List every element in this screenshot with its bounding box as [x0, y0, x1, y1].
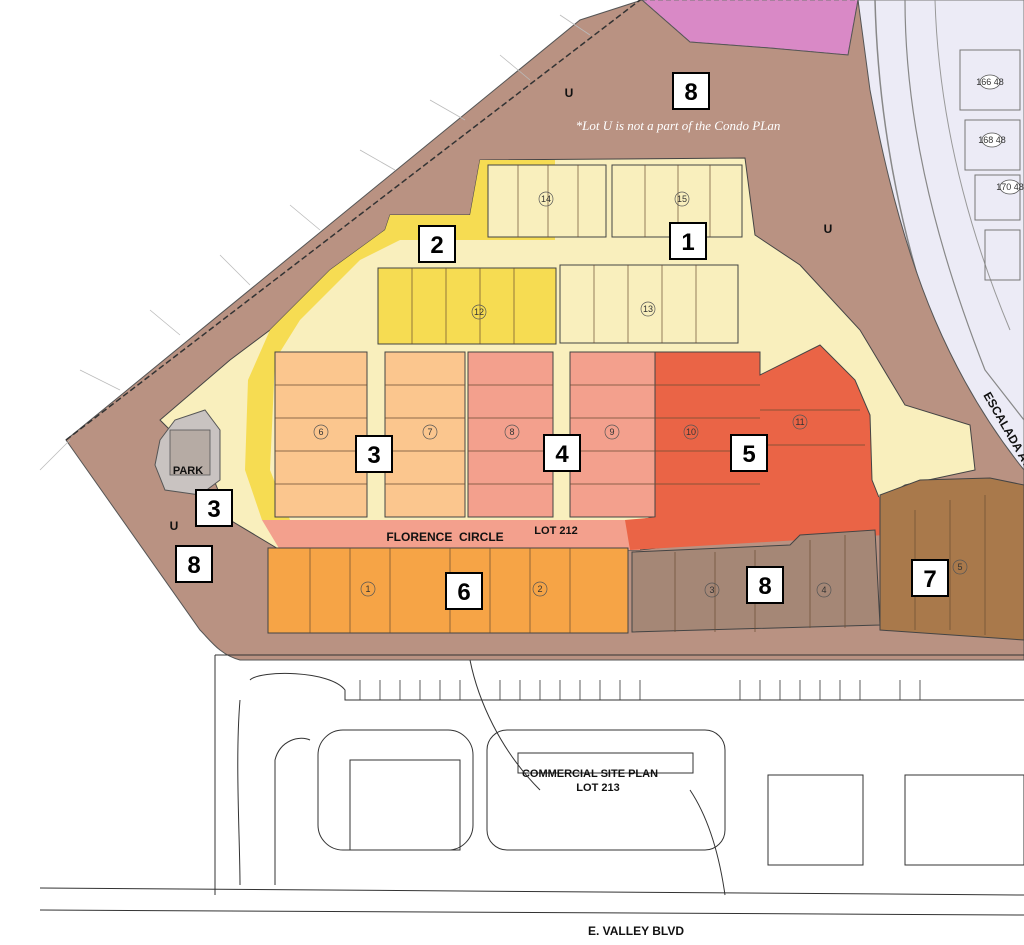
- phase-label: 6: [445, 572, 483, 610]
- street-label: FLORENCE CIRCLE: [386, 530, 503, 544]
- svg-text:9: 9: [609, 427, 614, 437]
- svg-text:3: 3: [709, 585, 714, 595]
- lot-u-label: U: [565, 86, 574, 100]
- phase-label: 3: [195, 489, 233, 527]
- parking-stalls: [359, 680, 921, 700]
- phase-label: 8: [175, 545, 213, 583]
- svg-text:8: 8: [684, 79, 697, 106]
- building-10-11: [639, 344, 881, 521]
- phase-label: 4: [543, 434, 581, 472]
- svg-text:168 48: 168 48: [978, 135, 1006, 145]
- svg-text:5: 5: [957, 562, 962, 572]
- svg-text:8: 8: [758, 573, 771, 600]
- parcel-tag: 170 48: [996, 179, 1024, 195]
- building-1-2: [267, 547, 629, 634]
- park-inner: [169, 429, 211, 476]
- lot-u-label: U: [824, 222, 833, 236]
- svg-text:15: 15: [677, 194, 687, 204]
- unit-lines: [275, 165, 986, 635]
- commercial-site-plan: [39, 654, 1024, 916]
- road-edge-line: [904, 0, 1024, 421]
- lot-lines: [39, 14, 591, 471]
- svg-text:10: 10: [686, 427, 696, 437]
- lot-u-label: U: [170, 519, 179, 533]
- building-5: [879, 477, 1024, 641]
- phase-label: 7: [911, 559, 949, 597]
- svg-text:6: 6: [457, 579, 470, 606]
- commercial-lot-label: LOT 213: [576, 782, 619, 794]
- phase-label: 5: [730, 434, 768, 472]
- valley-blvd-label: E. VALLEY BLVD: [588, 924, 684, 938]
- callout-arrow: [689, 789, 726, 896]
- svg-text:166 48: 166 48: [976, 77, 1004, 87]
- building-6: [274, 351, 368, 518]
- svg-text:8: 8: [187, 552, 200, 579]
- park-label: PARK: [173, 465, 203, 477]
- svg-text:4: 4: [555, 441, 569, 468]
- building-number-labels: 14 15 12 13 6 7 8 9 10 11 1 2 3 4 5: [313, 191, 968, 598]
- svg-text:1: 1: [681, 229, 694, 256]
- svg-text:2: 2: [537, 584, 542, 594]
- svg-text:6: 6: [318, 427, 323, 437]
- svg-text:170 48: 170 48: [996, 182, 1024, 192]
- phase-label: 3: [355, 435, 393, 473]
- svg-text:12: 12: [474, 307, 484, 317]
- svg-text:14: 14: [541, 194, 551, 204]
- parcel-tag: 166 48: [976, 74, 1004, 90]
- condo-plan-note: *Lot U is not a part of the Condo PLan: [576, 118, 781, 133]
- callout-arrow: [469, 659, 541, 791]
- commercial-site-plan-title: COMMERCIAL SITE PLAN: [522, 768, 658, 780]
- phase-label: 8: [672, 72, 710, 110]
- building-12: [377, 267, 557, 345]
- lot-212-label: LOT 212: [534, 525, 577, 537]
- svg-text:3: 3: [207, 496, 220, 523]
- svg-text:7: 7: [427, 427, 432, 437]
- phase-label: 1: [669, 222, 707, 260]
- adjacent-parcels: [959, 49, 1021, 281]
- florence-circle-street: [262, 520, 640, 550]
- road-edge-line: [934, 0, 1011, 331]
- svg-text:7: 7: [923, 566, 936, 593]
- parcel-tag: 168 48: [978, 132, 1006, 148]
- svg-text:3: 3: [367, 442, 380, 469]
- building-7: [384, 351, 466, 518]
- svg-text:1: 1: [365, 584, 370, 594]
- building-9: [569, 351, 656, 518]
- svg-text:4: 4: [821, 585, 826, 595]
- svg-text:11: 11: [795, 417, 804, 427]
- lot-boundary-dashed: [65, 0, 641, 441]
- building-8: [467, 351, 554, 518]
- svg-text:2: 2: [430, 232, 443, 259]
- building-14: [487, 164, 607, 238]
- svg-text:8: 8: [509, 427, 514, 437]
- building-13: [559, 264, 739, 344]
- phase-label: 8: [746, 566, 784, 604]
- svg-text:5: 5: [742, 441, 755, 468]
- svg-text:13: 13: [643, 304, 653, 314]
- phase-label: 2: [418, 225, 456, 263]
